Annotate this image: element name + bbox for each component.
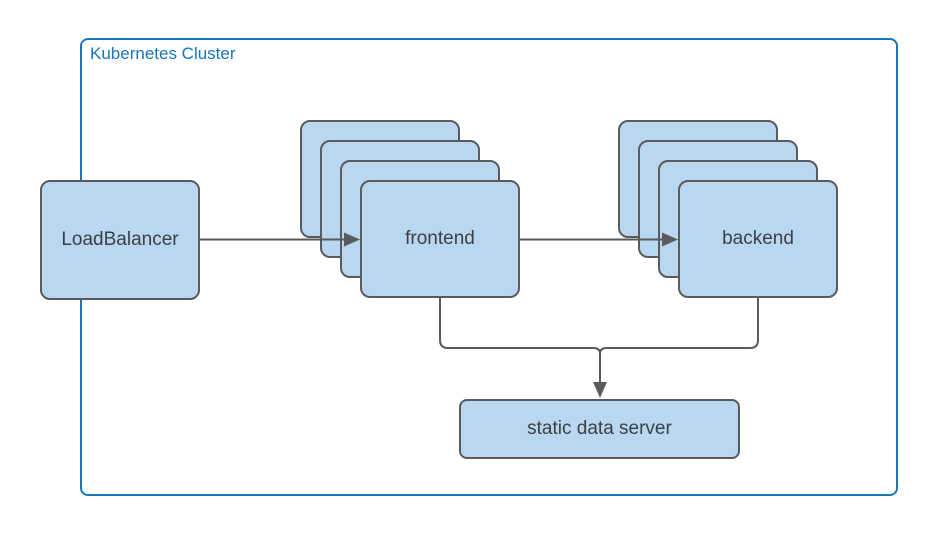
node-loadbalancer-label: LoadBalancer [61,229,179,250]
node-frontend: frontend [360,180,520,298]
node-loadbalancer: LoadBalancer [40,180,200,300]
node-backend: backend [678,180,838,298]
node-backend-label: backend [722,228,794,249]
node-frontend-label: frontend [405,228,475,249]
node-static-data-server: static data server [459,399,740,459]
node-static-data-server-label: static data server [527,418,672,439]
cluster-label: Kubernetes Cluster [90,44,236,63]
